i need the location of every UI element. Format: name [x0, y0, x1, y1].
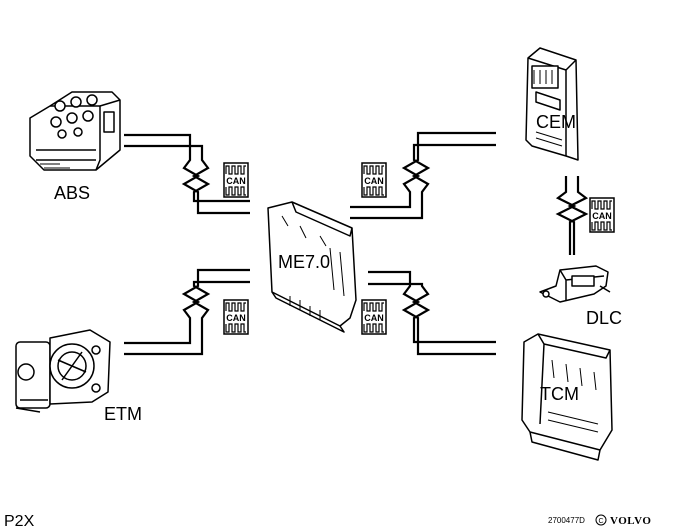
svg-text:CAN: CAN	[364, 313, 384, 323]
wire-etm-ecm	[124, 268, 250, 345]
platform-label: P2X	[4, 513, 35, 530]
wire-ecm-cem-inner	[350, 143, 496, 220]
bus-wires	[124, 131, 589, 356]
svg-text:CAN: CAN	[592, 211, 612, 221]
svg-text:CAN: CAN	[364, 176, 384, 186]
wire-cem-dlc	[555, 176, 577, 255]
label-tcm: TCM	[540, 384, 579, 404]
label-dlc: DLC	[586, 308, 622, 328]
can-badge-etm: CAN	[223, 299, 249, 335]
can-badge-abs: CAN	[223, 162, 249, 198]
copyright-icon: C	[595, 514, 607, 526]
wire-ecm-tcm-inner	[368, 282, 496, 344]
tcm-module-drawing	[521, 333, 613, 461]
svg-text:CAN: CAN	[226, 313, 246, 323]
label-abs: ABS	[54, 183, 90, 203]
wire-cem-dlc-inner	[567, 176, 589, 255]
label-etm: ETM	[104, 404, 142, 424]
svg-text:CAN: CAN	[226, 176, 246, 186]
can-badge-dlc: CAN	[589, 197, 615, 233]
dlc-connector-drawing	[539, 265, 611, 303]
svg-text:C: C	[598, 518, 603, 525]
wire-abs-ecm	[124, 133, 250, 215]
abs-module-drawing	[29, 91, 121, 171]
can-badge-tcm: CAN	[361, 299, 387, 335]
label-cem: CEM	[536, 112, 576, 132]
can-badge-cem: CAN	[361, 162, 387, 198]
ecm-module-drawing	[267, 201, 357, 333]
label-ecm: ME7.0	[278, 252, 330, 272]
wire-abs-ecm-inner	[124, 144, 250, 203]
wire-ecm-cem	[350, 131, 496, 209]
cem-module-drawing	[525, 47, 579, 161]
etm-module-drawing	[15, 329, 111, 413]
wire-etm-ecm-inner	[124, 280, 250, 356]
volvo-wordmark: VOLVO	[610, 515, 651, 527]
figure-number: 2700477D	[548, 516, 585, 525]
